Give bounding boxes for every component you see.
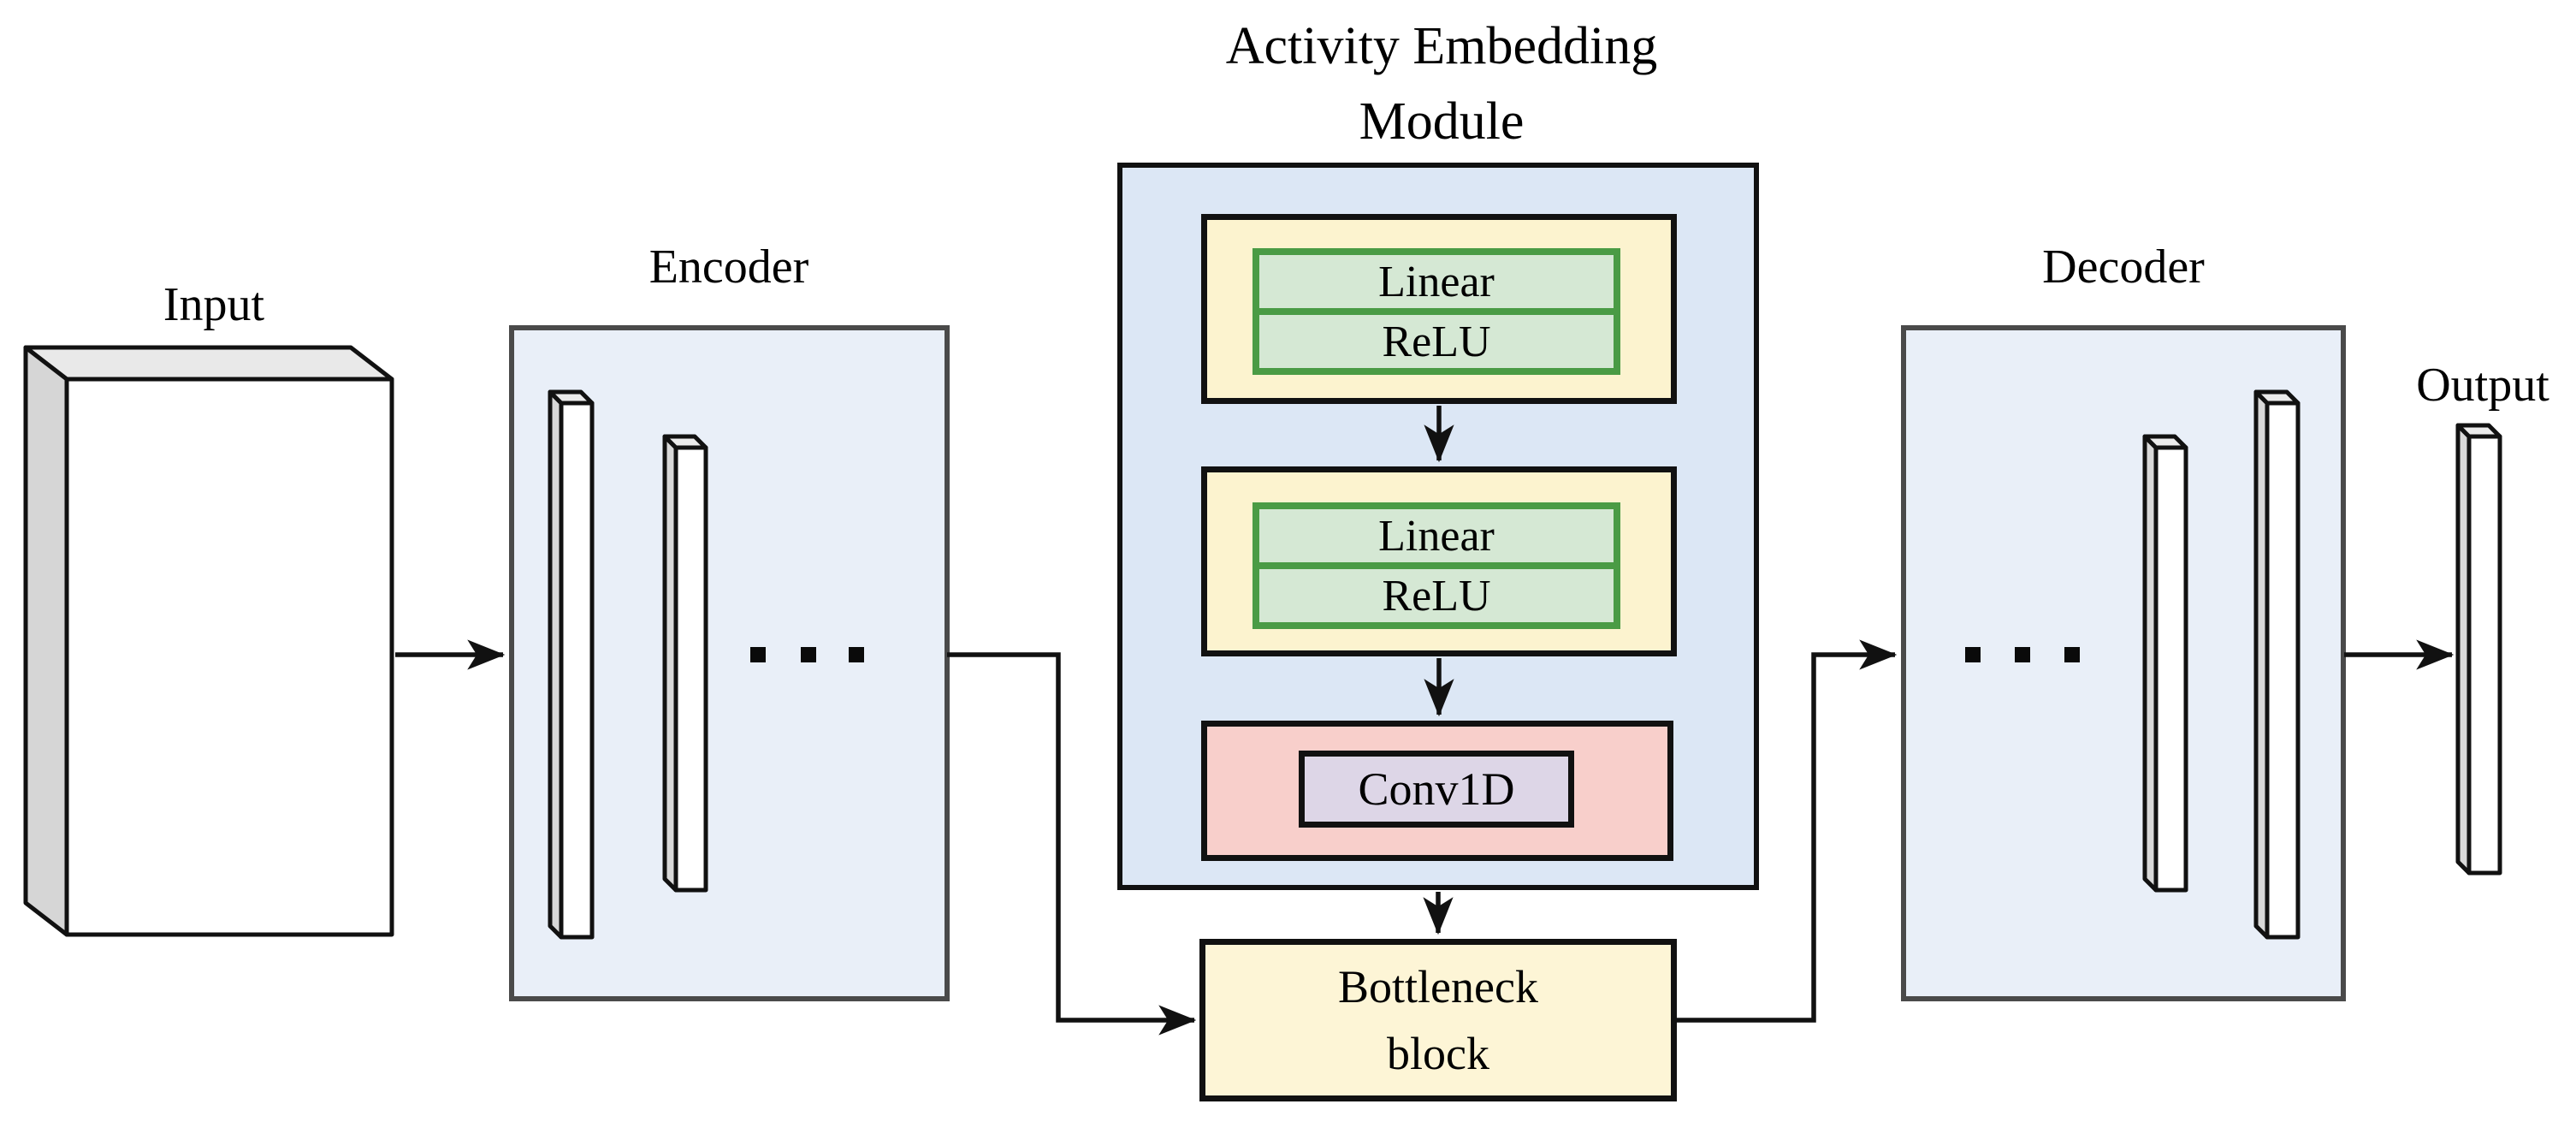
module-title-line1: Activity Embedding bbox=[1225, 17, 1658, 75]
bottleneck-line2: block bbox=[1387, 1028, 1489, 1079]
mlp-block-1-layers: Linear ReLU bbox=[1252, 248, 1620, 375]
decoder-label: Decoder bbox=[2042, 240, 2205, 294]
encoder-ellipsis-dot bbox=[849, 647, 864, 662]
encoder-box bbox=[509, 325, 950, 1001]
module-title: Activity Embedding Module bbox=[1057, 9, 1827, 159]
decoder-ellipsis-dot bbox=[2015, 647, 2030, 662]
output-label: Output bbox=[2416, 359, 2549, 412]
linear-layer-2: Linear bbox=[1259, 509, 1614, 562]
encoder-ellipsis-dot bbox=[801, 647, 816, 662]
input-tensor bbox=[23, 345, 394, 937]
conv1d-layer: Conv1D bbox=[1299, 751, 1574, 828]
module-title-line2: Module bbox=[1359, 92, 1525, 151]
bottleneck-block: Bottleneck block bbox=[1199, 939, 1677, 1101]
output-tensor bbox=[2455, 423, 2502, 876]
layer-divider bbox=[1259, 308, 1614, 315]
bottleneck-line1: Bottleneck bbox=[1338, 961, 1538, 1012]
layer-divider bbox=[1259, 562, 1614, 569]
decoder-ellipsis-dot bbox=[2064, 647, 2080, 662]
relu-layer-1: ReLU bbox=[1259, 315, 1614, 368]
mlp-block-2-layers: Linear ReLU bbox=[1252, 502, 1620, 629]
input-label: Input bbox=[163, 278, 265, 331]
decoder-box bbox=[1901, 325, 2346, 1001]
linear-layer-1: Linear bbox=[1259, 255, 1614, 308]
encoder-ellipsis-dot bbox=[750, 647, 766, 662]
relu-layer-2: ReLU bbox=[1259, 569, 1614, 622]
encoder-label: Encoder bbox=[648, 240, 809, 294]
decoder-ellipsis-dot bbox=[1965, 647, 1981, 662]
